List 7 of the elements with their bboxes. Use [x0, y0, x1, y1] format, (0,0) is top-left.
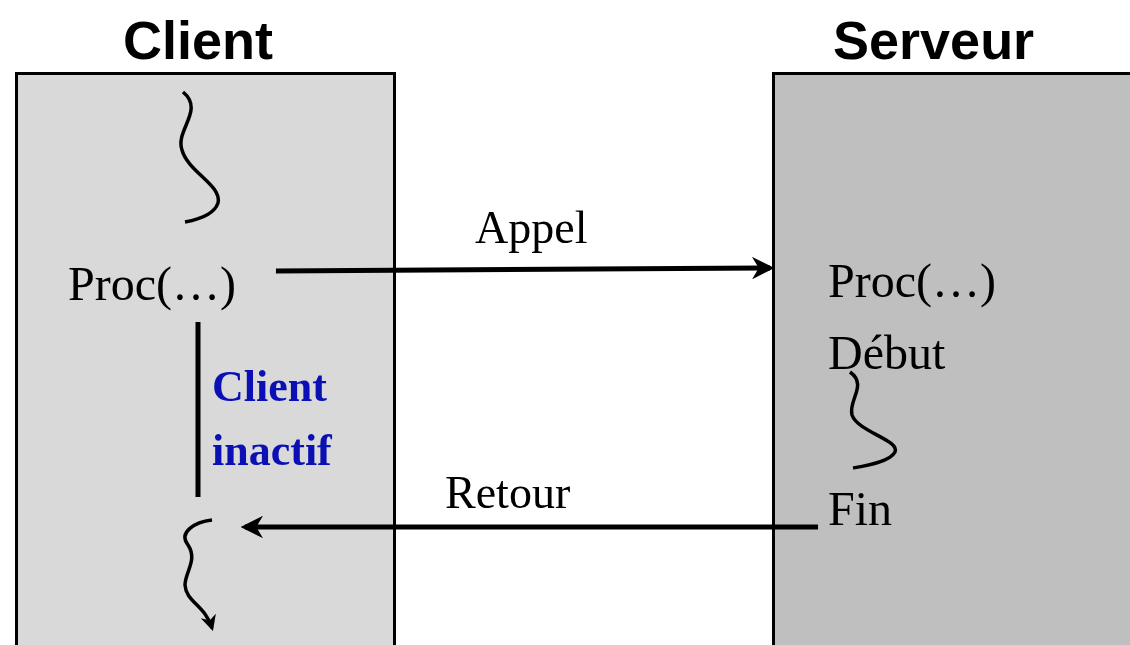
edge-label: Retour: [445, 470, 571, 516]
column-heading: Client: [123, 13, 273, 67]
step-label: Fin: [828, 485, 893, 533]
column-heading: Serveur: [833, 13, 1035, 67]
step-label: Début: [828, 329, 946, 377]
edge-label: Appel: [475, 205, 588, 251]
state-note: Client inactif: [212, 361, 333, 477]
